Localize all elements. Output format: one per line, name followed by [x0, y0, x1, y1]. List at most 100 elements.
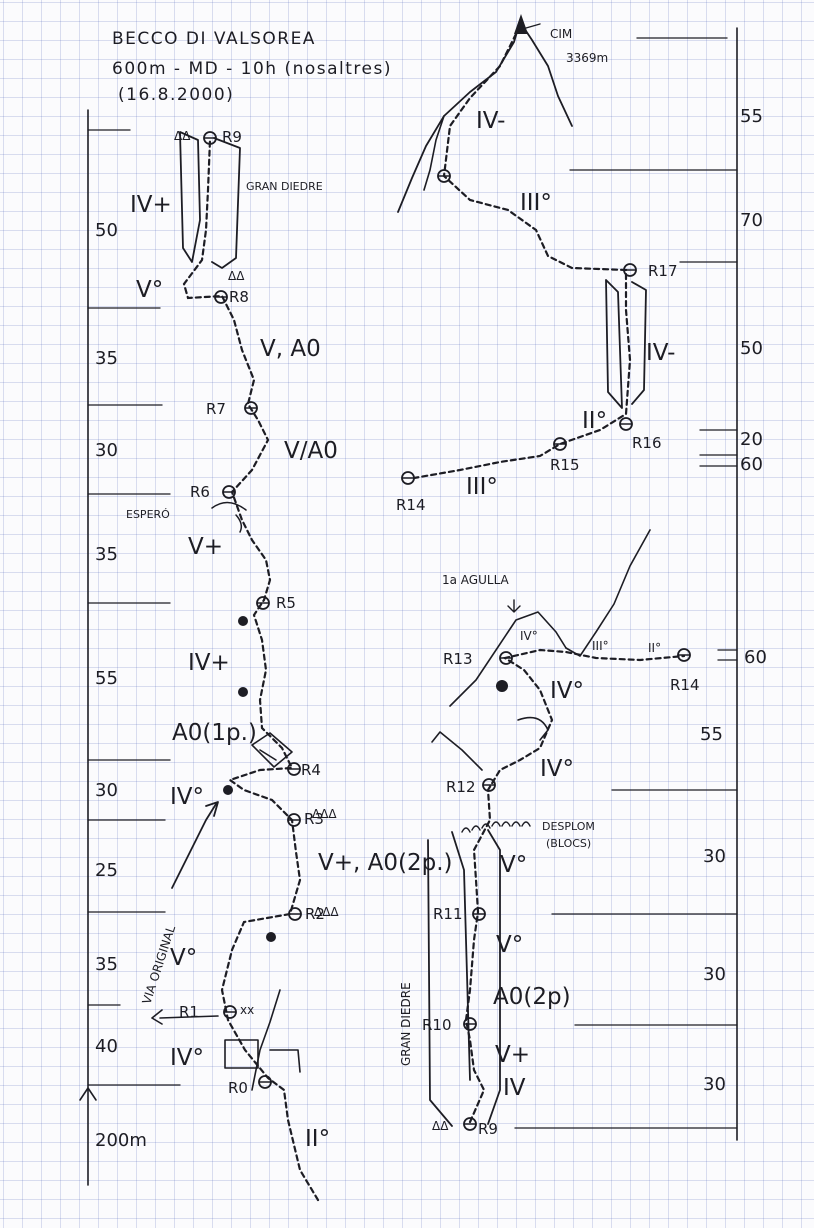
- left-scale-label: 35: [95, 954, 118, 975]
- belay-label-r13: R13: [443, 650, 473, 668]
- piton-mark: ΔΔΔ: [314, 905, 339, 919]
- left-scale-label: 35: [95, 544, 118, 565]
- right-scale: [514, 27, 738, 1141]
- belay-label-r6: R6: [190, 483, 210, 501]
- right-scale-label: 30: [703, 846, 726, 867]
- right-scale-label: 30: [703, 964, 726, 985]
- topo-stats: 600m - MD - 10h (nosaltres): [112, 59, 392, 79]
- grade-label: V°: [496, 932, 523, 958]
- blocs-note: (BLOCS): [546, 837, 591, 850]
- left-route-line: [182, 138, 320, 1202]
- grade-label: V, A0: [260, 336, 321, 362]
- bolt-icon: [223, 785, 233, 795]
- right-scale-label: 70: [740, 210, 763, 231]
- grade-label: II°: [582, 408, 607, 434]
- piton-mark: ΔΔ: [432, 1119, 449, 1133]
- belay-label-r0: R0: [228, 1079, 248, 1097]
- summit-label: CIM: [550, 27, 572, 41]
- left-belays: [203, 131, 302, 1089]
- left-scale-base-label: 200m: [95, 1130, 147, 1151]
- grade-label-small: IV°: [520, 629, 538, 643]
- grade-label: V°: [500, 852, 527, 878]
- right-scale-label: 20: [740, 429, 763, 450]
- right-scale-label: 55: [700, 724, 723, 745]
- right-scale-label: 60: [740, 454, 763, 475]
- belay-label-r9: R9: [222, 128, 242, 146]
- belay-label-r17: R17: [648, 262, 678, 280]
- grade-label: A0(2p): [493, 984, 571, 1010]
- grade-label: IV°: [540, 756, 574, 782]
- left-column-terrain: [151, 131, 301, 1091]
- bolt-icon: [266, 932, 276, 942]
- bolt-icon: [238, 616, 248, 626]
- topo-title: BECCO DI VALSOREA: [112, 29, 316, 49]
- grade-label: A0(1p.): [172, 720, 257, 746]
- left-scale-label: 35: [95, 348, 118, 369]
- grade-label: IV°: [170, 784, 204, 810]
- espero-note: ESPERÓ: [126, 508, 170, 521]
- grade-label: IV°: [170, 1045, 204, 1071]
- grade-label: V+: [188, 534, 223, 560]
- belay-label-r3: R3: [304, 810, 324, 828]
- upper-route-line: [412, 24, 632, 480]
- topo-date: (16.8.2000): [118, 85, 234, 105]
- grade-label: III°: [466, 474, 498, 500]
- agulla-note: 1a AGULLA: [442, 573, 510, 587]
- belay-label-r14-lower: R14: [670, 676, 700, 694]
- grade-label: IV-: [476, 108, 505, 134]
- grade-label: IV+: [188, 650, 230, 676]
- middle-column-terrain: [427, 529, 651, 1127]
- left-scale-label: 40: [95, 1036, 118, 1057]
- grade-label: V°: [170, 945, 197, 971]
- belay-label-r7: R7: [206, 400, 226, 418]
- grade-label: IV°: [550, 678, 584, 704]
- bolt-icon: [238, 687, 248, 697]
- belay-label-r2: R2: [305, 905, 325, 923]
- belay-label-r15: R15: [550, 456, 580, 474]
- belay-label-r9-lower: R9: [478, 1120, 498, 1138]
- belay-label-r14: R14: [396, 496, 426, 514]
- summit-altitude: 3369m: [566, 51, 608, 65]
- summit-flag-icon: [514, 14, 528, 34]
- right-scale-label: 55: [740, 106, 763, 127]
- belay-label-r16: R16: [632, 434, 662, 452]
- grade-label: V+: [495, 1042, 530, 1068]
- right-scale-label: 60: [744, 647, 767, 668]
- desplom-note: DESPLOM: [542, 820, 595, 833]
- piton-mark: ΔΔ: [228, 269, 245, 283]
- bolt-icon: [496, 680, 508, 692]
- left-scale-label: 25: [95, 860, 118, 881]
- left-scale-label: 55: [95, 668, 118, 689]
- belay-label-r8: R8: [229, 288, 249, 306]
- belay-label-r12: R12: [446, 778, 476, 796]
- grade-label: V/A0: [284, 438, 338, 464]
- grade-label: V+, A0(2p.): [318, 850, 453, 876]
- belay-label-r4: R4: [301, 761, 321, 779]
- upper-belays: [401, 169, 637, 485]
- gran-diedre-note: GRAN DIEDRE: [246, 180, 323, 193]
- grade-label: III°: [520, 190, 552, 216]
- left-scale-label: 30: [95, 440, 118, 461]
- middle-belays: [463, 648, 691, 1131]
- belay-label-r1: R1: [179, 1003, 199, 1021]
- piton-mark: ΔΔ: [174, 129, 191, 143]
- grade-approach: II°: [305, 1126, 330, 1152]
- grade-label: IV+: [130, 192, 172, 218]
- piton-mark: ΔΔΔ: [312, 807, 337, 821]
- left-scale-label: 30: [95, 780, 118, 801]
- right-scale-label: 30: [703, 1074, 726, 1095]
- belay-label-r10: R10: [422, 1016, 452, 1034]
- left-scale-label: 50: [95, 220, 118, 241]
- grade-label: IV-: [646, 340, 675, 366]
- left-scale: [79, 109, 181, 1186]
- belay-label-r5: R5: [276, 594, 296, 612]
- grade-label: V°: [136, 277, 163, 303]
- right-scale-label: 50: [740, 338, 763, 359]
- grade-label-small: II°: [648, 641, 661, 655]
- grade-label-small: III°: [592, 639, 609, 653]
- piton-mark: xx: [240, 1003, 254, 1017]
- belay-label-r11: R11: [433, 905, 463, 923]
- grade-label: IV: [503, 1075, 526, 1101]
- gran-diedre-side-note: GRAN DIEDRE: [399, 982, 413, 1066]
